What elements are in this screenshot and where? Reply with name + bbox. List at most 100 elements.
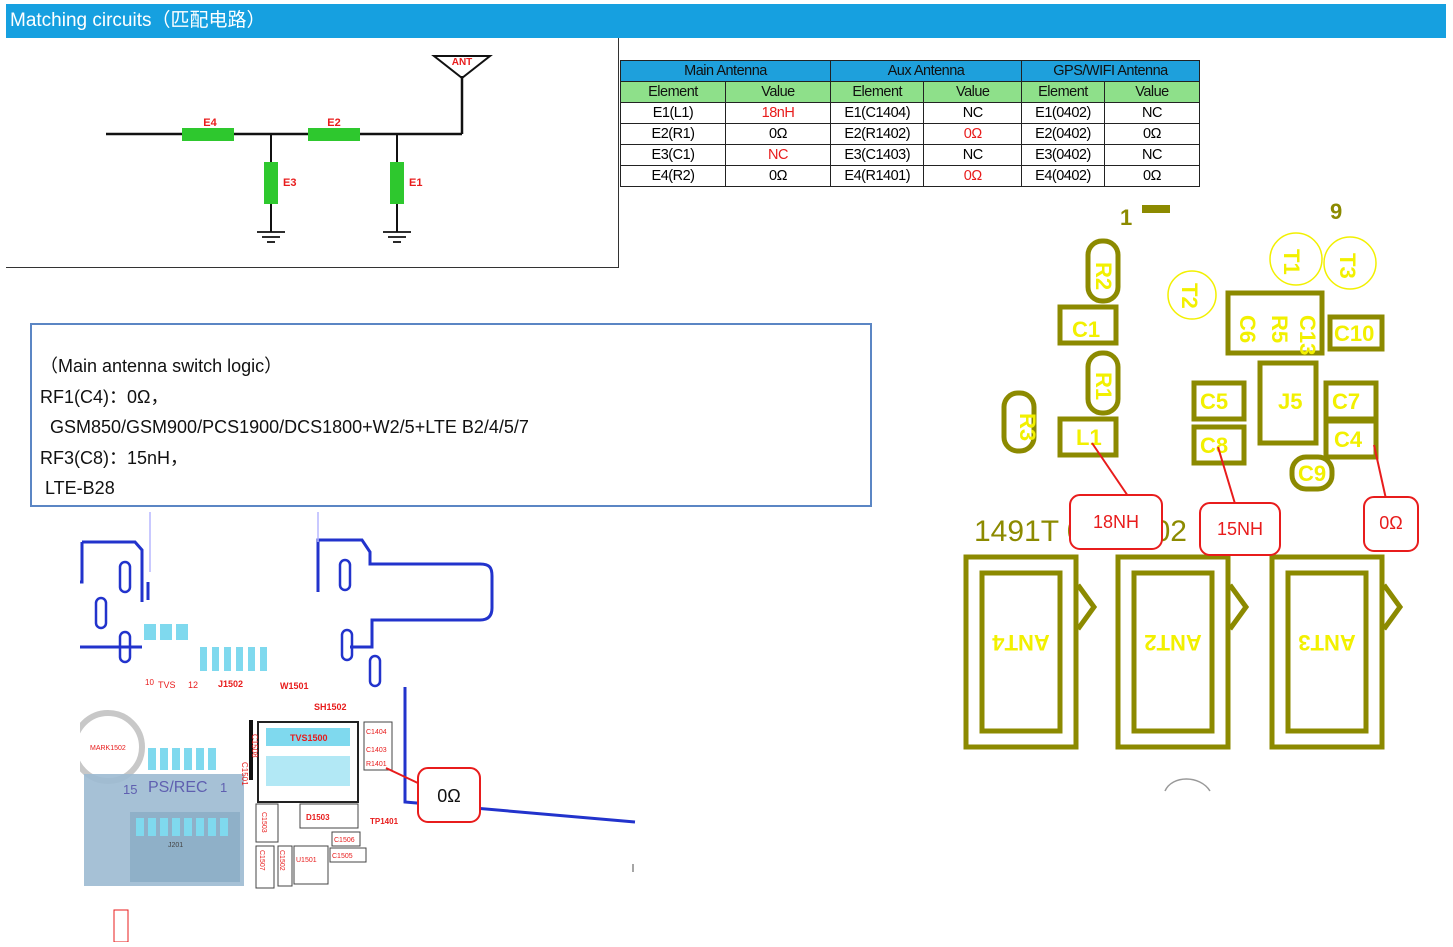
silk-label: C7 bbox=[1332, 389, 1360, 414]
silk-label: J5 bbox=[1278, 389, 1302, 414]
component-pad bbox=[113, 909, 129, 943]
switch-logic-title: （Main antenna switch logic） bbox=[40, 356, 283, 376]
pcb-label: 10 bbox=[145, 678, 154, 687]
pcb-label: 15 bbox=[123, 782, 137, 797]
table-cell: E3(C1403) bbox=[829, 144, 925, 166]
table-cell: E1(C1404) bbox=[829, 102, 925, 124]
table-cell: E4(0402) bbox=[1021, 165, 1105, 187]
pcb-label: C1502 bbox=[278, 850, 285, 871]
component-pad bbox=[255, 803, 279, 843]
silk-label: R1 bbox=[1091, 372, 1116, 400]
pcb-left-drawing: 10 TVS 12 J1502 W1501 SH1502 MARK1502 15… bbox=[71, 512, 636, 943]
pcb-label: C1507 bbox=[258, 850, 265, 871]
pcb-label: D1503 bbox=[306, 813, 330, 822]
pcb-label: J201 bbox=[168, 842, 183, 849]
silk-label: L1 bbox=[1076, 425, 1102, 450]
silk-label: 1 bbox=[1120, 205, 1132, 230]
table-cell: E4(R1401) bbox=[829, 165, 925, 187]
column-header: Value bbox=[1104, 81, 1200, 103]
table-cell: E2(0402) bbox=[1021, 123, 1105, 145]
pcb-label: TVS bbox=[158, 680, 176, 690]
tvs1500-part bbox=[266, 728, 350, 746]
ground-symbol bbox=[257, 231, 285, 243]
group-header-aux: Aux Antenna bbox=[830, 60, 1022, 82]
ant4-pad: ANT4 bbox=[963, 554, 1098, 750]
table-cell: E3(0402) bbox=[1021, 144, 1105, 166]
component-pad bbox=[266, 756, 350, 786]
component-pad bbox=[329, 847, 367, 863]
table-cell: 0Ω bbox=[725, 165, 831, 187]
ant3-pad: ANT3 bbox=[1269, 554, 1404, 750]
callout-pointer bbox=[1373, 444, 1387, 500]
table-cell: E3(C1) bbox=[620, 144, 726, 166]
table-cell: E2(R1) bbox=[620, 123, 726, 145]
page-title: Matching circuits（匹配电路） bbox=[10, 10, 266, 31]
silk-label: R3 bbox=[1015, 413, 1040, 441]
pcb-label: MARK1502 bbox=[90, 745, 126, 752]
table-cell: NC bbox=[923, 144, 1022, 166]
pad-row bbox=[136, 748, 228, 836]
pcb-layout-right: R2 C1 R1 R3 L1 T1 T3 T2 C6 R5 C13 C10 C5… bbox=[960, 195, 1450, 795]
pcb-label: TP1401 bbox=[370, 817, 399, 826]
callout-pointer bbox=[385, 767, 421, 785]
callout-pointer bbox=[1217, 446, 1237, 508]
switch-logic-line: RF1(C4)：0Ω， bbox=[40, 386, 169, 407]
matching-value-table: Main Antenna Aux Antenna GPS/WIFI Antenn… bbox=[620, 60, 1200, 187]
table-cell-highlight: NC bbox=[725, 144, 831, 166]
pcb-label: C1508 bbox=[250, 734, 259, 758]
silk-label: T3 bbox=[1335, 253, 1360, 279]
pcb-label: J1502 bbox=[218, 679, 243, 689]
column-header: Value bbox=[725, 81, 831, 103]
switch-logic-box: （Main antenna switch logic） RF1(C4)：0Ω， … bbox=[30, 323, 872, 507]
callout-text: 15NH bbox=[1217, 519, 1263, 539]
pcb-label: C1501 bbox=[240, 762, 249, 786]
table-cell-highlight: 18nH bbox=[725, 102, 831, 124]
test-points bbox=[1167, 232, 1377, 320]
ground-symbol bbox=[383, 231, 411, 243]
ps-rec-label: PS/REC bbox=[148, 779, 208, 796]
e2-component bbox=[308, 128, 360, 141]
table-row: E2(R1) 0Ω E2(R1402) 0Ω E2(0402) 0Ω bbox=[620, 123, 1200, 145]
table-cell: NC bbox=[923, 102, 1022, 124]
e1-component bbox=[390, 162, 404, 204]
e4-component bbox=[182, 128, 234, 141]
silk-label: ANT3 bbox=[1298, 630, 1355, 655]
pcb-label: C1503 bbox=[260, 812, 267, 833]
silk-label: 9 bbox=[1330, 199, 1342, 224]
silk-label: C8 bbox=[1200, 433, 1228, 458]
silk-label: ANT2 bbox=[1144, 630, 1201, 655]
sub-header-row: Element Value Element Value Element Valu… bbox=[620, 81, 1200, 103]
group-header-gps-wifi: GPS/WIFI Antenna bbox=[1021, 60, 1200, 82]
pad-outlines bbox=[1001, 238, 1385, 492]
e1-label: E1 bbox=[409, 177, 422, 189]
silk-label: T2 bbox=[1177, 283, 1202, 309]
silk-label: C4 bbox=[1334, 427, 1363, 452]
pcb-label: C1506 bbox=[334, 837, 355, 844]
callout-text: 0Ω bbox=[1379, 513, 1402, 533]
component-pad bbox=[293, 845, 329, 885]
e3-component bbox=[264, 162, 278, 204]
table-cell: E4(R2) bbox=[620, 165, 726, 187]
silk-label: R5 bbox=[1267, 315, 1292, 343]
table-row: E4(R2) 0Ω E4(R1401) 0Ω E4(0402) 0Ω bbox=[620, 165, 1200, 187]
board-trace bbox=[80, 538, 636, 824]
e4-label: E4 bbox=[203, 117, 217, 129]
board-slots bbox=[94, 558, 382, 688]
ant-label: ANT bbox=[452, 57, 473, 68]
title-bar: Matching circuits（匹配电路） bbox=[6, 4, 1446, 38]
component-pad bbox=[277, 845, 293, 887]
table-cell: NC bbox=[1104, 102, 1200, 124]
component-cluster bbox=[363, 721, 393, 771]
pcb-label: 12 bbox=[188, 680, 198, 690]
table-cell: E2(R1402) bbox=[829, 123, 925, 145]
callout-15nh bbox=[1199, 502, 1281, 556]
table-cell: E1(0402) bbox=[1021, 102, 1105, 124]
callout-0ohm bbox=[417, 767, 481, 823]
switch-logic-line: RF3(C8)：15nH， bbox=[40, 447, 189, 468]
pcb-right-drawing: R2 C1 R1 R3 L1 T1 T3 T2 C6 R5 C13 C10 C5… bbox=[963, 199, 1419, 792]
component-pad bbox=[331, 831, 361, 847]
table-cell-highlight: 0Ω bbox=[923, 123, 1022, 145]
callout-text: 18NH bbox=[1093, 512, 1139, 532]
antenna-symbol bbox=[431, 55, 493, 80]
pad-outline bbox=[1142, 205, 1170, 213]
